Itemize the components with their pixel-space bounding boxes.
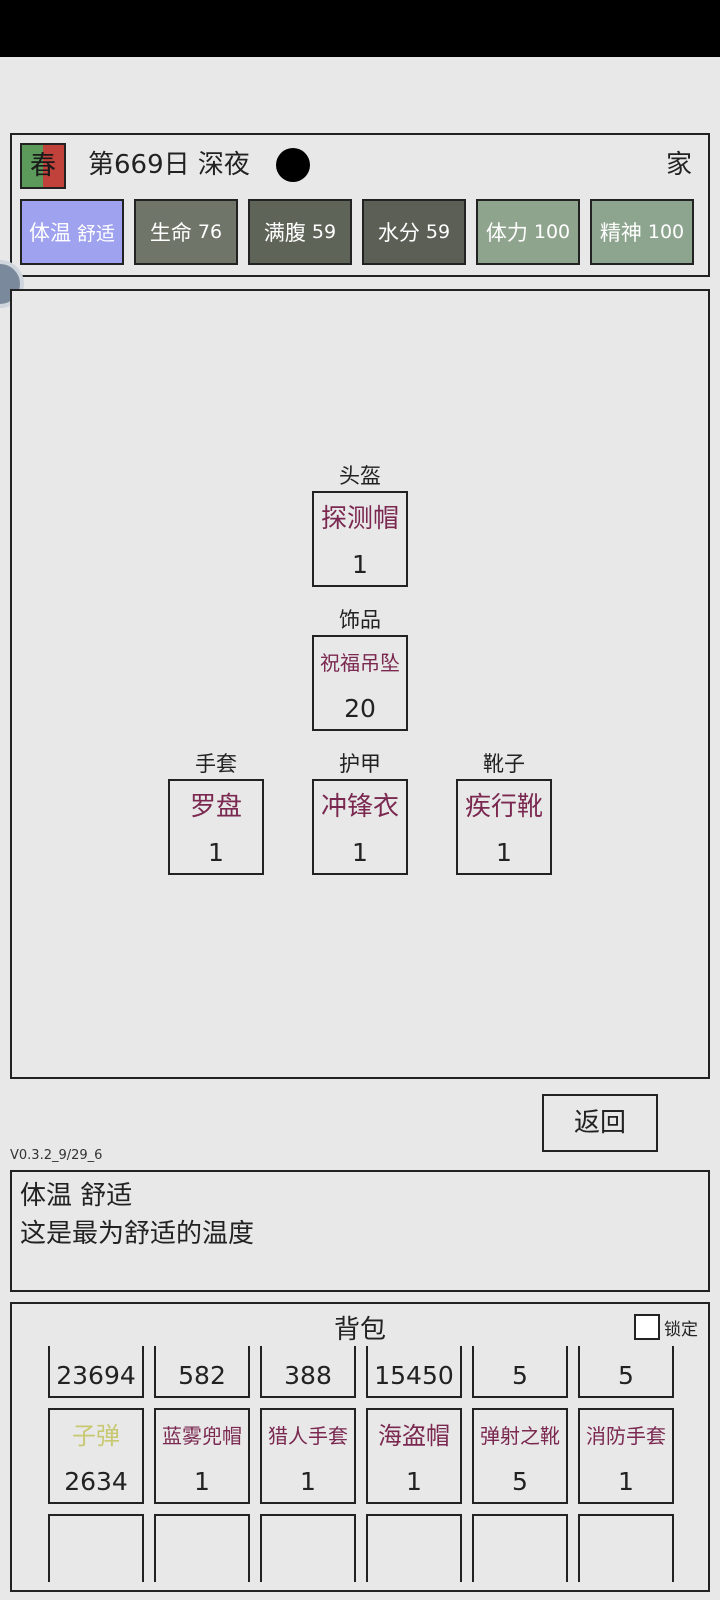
day-time-label: 第669日 深夜 bbox=[88, 150, 250, 180]
bag-item[interactable]: 388 bbox=[260, 1346, 356, 1398]
moon-icon bbox=[276, 148, 310, 182]
lock-label: 锁定 bbox=[664, 1319, 698, 1340]
bag-empty-slot[interactable] bbox=[154, 1514, 250, 1582]
location-label[interactable]: 家 bbox=[665, 150, 692, 180]
lock-toggle[interactable]: 锁定 bbox=[634, 1314, 698, 1340]
equipment-panel: 头盔 探测帽 1 饰品 祝福吊坠 20 手套 罗盘 1 护甲 冲锋衣 1 靴子 … bbox=[10, 289, 710, 1079]
bag-empty-slot[interactable] bbox=[472, 1514, 568, 1582]
description-title: 体温 舒适 bbox=[20, 1181, 133, 1211]
slot-armor[interactable]: 护甲 冲锋衣 1 bbox=[312, 749, 408, 875]
season-badge: 春 bbox=[20, 143, 66, 189]
slot-helmet[interactable]: 头盔 探测帽 1 bbox=[312, 461, 408, 587]
slot-gloves[interactable]: 手套 罗盘 1 bbox=[168, 749, 264, 875]
bag-empty-slot[interactable] bbox=[48, 1514, 144, 1582]
bag-row-3 bbox=[48, 1514, 674, 1582]
bag-empty-slot[interactable] bbox=[260, 1514, 356, 1582]
bag-item[interactable]: 23694 bbox=[48, 1346, 144, 1398]
stat-temperature[interactable]: 体温舒适 bbox=[20, 199, 124, 265]
bag-item[interactable]: 582 bbox=[154, 1346, 250, 1398]
description-panel: 体温 舒适 这是最为舒适的温度 bbox=[10, 1170, 710, 1292]
bag-item[interactable]: 5 bbox=[472, 1346, 568, 1398]
bag-row-1: 23694 582 388 15450 5 5 bbox=[48, 1346, 674, 1398]
lock-checkbox[interactable] bbox=[634, 1314, 660, 1340]
back-button[interactable]: 返回 bbox=[542, 1094, 658, 1152]
bag-item[interactable]: 5 bbox=[578, 1346, 674, 1398]
description-text: 这是最为舒适的温度 bbox=[20, 1219, 255, 1249]
backpack-title: 背包 bbox=[333, 1315, 386, 1345]
bag-empty-slot[interactable] bbox=[366, 1514, 462, 1582]
slot-boots[interactable]: 靴子 疾行靴 1 bbox=[456, 749, 552, 875]
status-bar bbox=[0, 0, 720, 57]
version-label: V0.3.2_9/29_6 bbox=[10, 1148, 103, 1163]
slot-accessory[interactable]: 饰品 祝福吊坠 20 bbox=[312, 605, 408, 731]
bag-empty-slot[interactable] bbox=[578, 1514, 674, 1582]
bag-item[interactable]: 15450 bbox=[366, 1346, 462, 1398]
